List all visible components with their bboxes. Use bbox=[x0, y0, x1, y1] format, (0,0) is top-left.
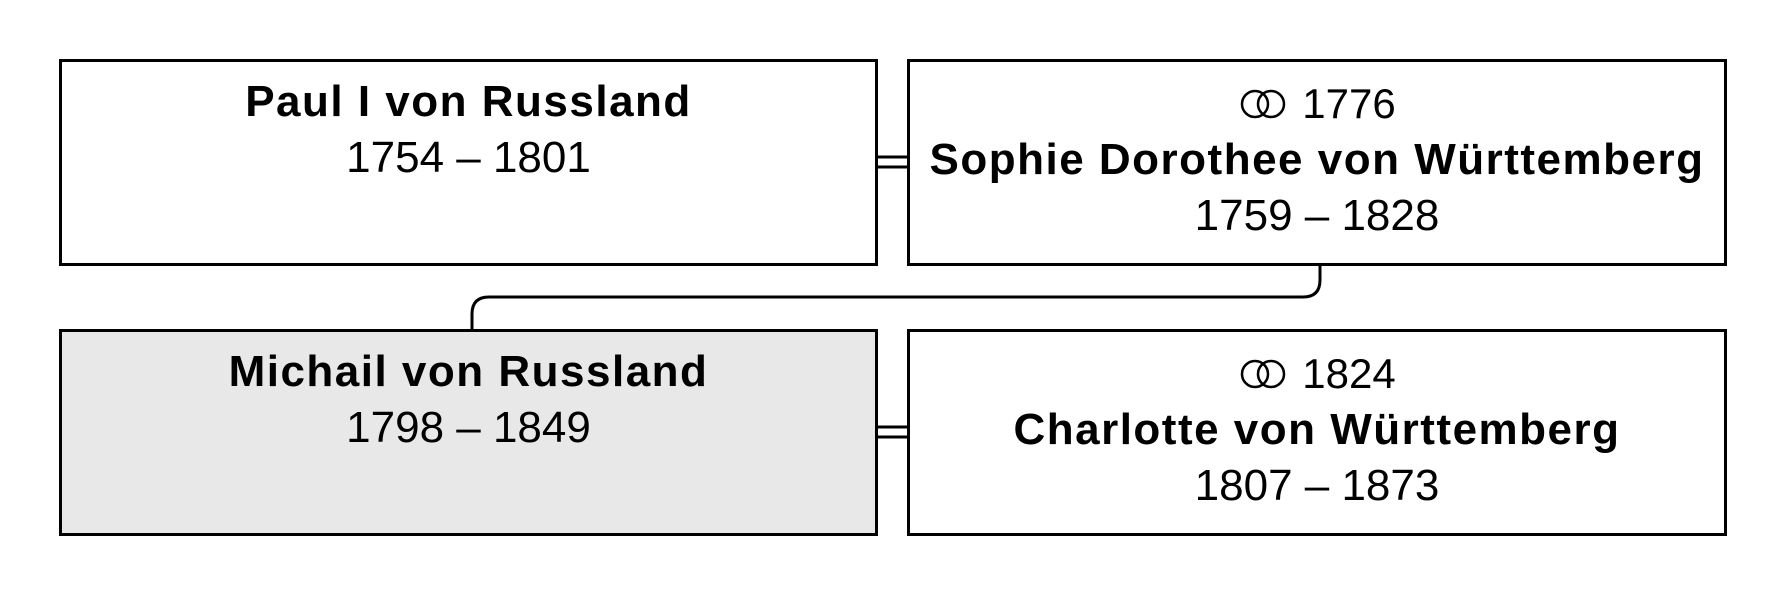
subject-name: Michail von Russland bbox=[228, 347, 709, 396]
mother-dates: 1759 – 1828 bbox=[1194, 191, 1440, 240]
mother-name: Sophie Dorothee von Württemberg bbox=[929, 135, 1705, 184]
person-box-spouse[interactable]: 1824 Charlotte von Württemberg 1807 – 18… bbox=[907, 329, 1727, 536]
descent-line bbox=[470, 266, 1322, 329]
mother-marriage: 1776 bbox=[910, 76, 1724, 132]
spouse-marriage-year: 1824 bbox=[1302, 350, 1396, 397]
marriage-line-parents bbox=[878, 155, 907, 169]
marriage-line-subject bbox=[878, 425, 907, 439]
person-box-subject[interactable]: Michail von Russland 1798 – 1849 bbox=[59, 329, 878, 536]
father-dates: 1754 – 1801 bbox=[346, 133, 591, 182]
spouse-name: Charlotte von Württemberg bbox=[1013, 405, 1621, 454]
spouse-dates: 1807 – 1873 bbox=[1194, 461, 1440, 510]
person-box-father[interactable]: Paul I von Russland 1754 – 1801 bbox=[59, 59, 878, 266]
spouse-marriage: 1824 bbox=[910, 346, 1724, 402]
mother-marriage-year: 1776 bbox=[1302, 80, 1396, 127]
father-name: Paul I von Russland bbox=[245, 77, 692, 126]
person-box-mother[interactable]: 1776 Sophie Dorothee von Württemberg 175… bbox=[907, 59, 1727, 266]
wedding-rings-icon bbox=[1241, 89, 1286, 119]
wedding-rings-icon bbox=[1241, 359, 1286, 389]
subject-dates: 1798 – 1849 bbox=[346, 403, 591, 452]
